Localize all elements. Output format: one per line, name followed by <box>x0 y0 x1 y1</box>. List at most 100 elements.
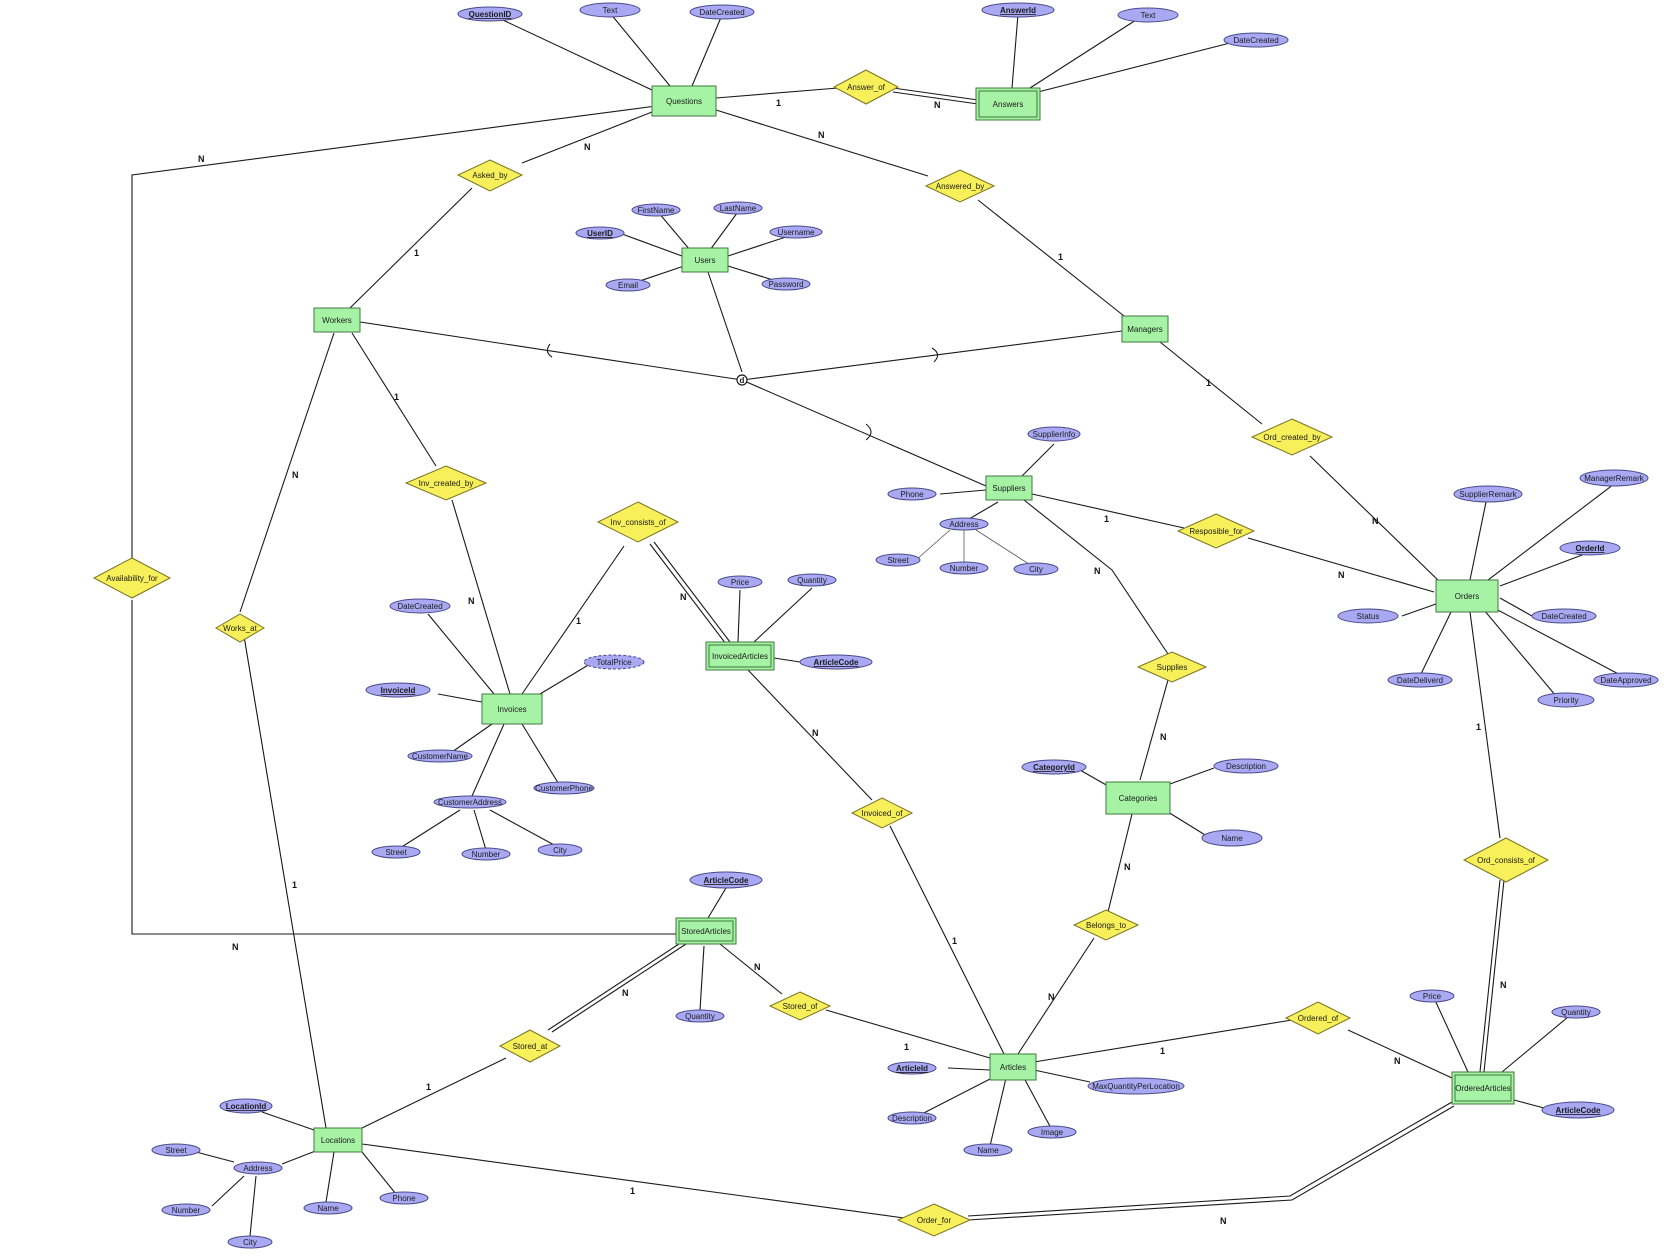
attr-o-supremark[interactable]: SupplierRemark <box>1453 485 1523 503</box>
attr-o-approved[interactable]: DateApproved <box>1593 672 1659 688</box>
entity-orders[interactable]: Orders <box>1435 579 1499 613</box>
edge-ar-maxqty <box>1033 1069 1091 1083</box>
attr-l-id[interactable]: LocationId <box>219 1098 273 1114</box>
entity-workers[interactable]: Workers <box>313 307 361 333</box>
entity-invoices[interactable]: Invoices <box>481 693 543 725</box>
attr-o-manremark[interactable]: ManagerRemark <box>1579 469 1649 487</box>
attr-s-phone[interactable]: Phone <box>887 487 937 501</box>
rel-ord-created-by[interactable]: Ord_created_by <box>1250 418 1334 456</box>
edge-i-number <box>473 809 487 851</box>
entity-answers[interactable]: Answers <box>975 87 1041 121</box>
attr-s-number[interactable]: Number <box>939 561 989 575</box>
attr-i-street[interactable]: Street <box>371 845 421 859</box>
attr-u-last[interactable]: LastName <box>713 201 763 215</box>
entity-locations[interactable]: Locations <box>313 1127 363 1153</box>
attr-o-priority[interactable]: Priority <box>1537 692 1595 708</box>
attr-o-created[interactable]: DateCreated <box>1531 608 1597 624</box>
entity-orderedarticles[interactable]: OrderedArticles <box>1451 1071 1515 1105</box>
entity-articles[interactable]: Articles <box>989 1053 1037 1081</box>
rel-stored-of[interactable]: Stored_of <box>768 991 832 1021</box>
attr-c-desc[interactable]: Description <box>1213 758 1279 774</box>
attr-ar-id[interactable]: ArticleId <box>887 1061 937 1075</box>
attr-s-city[interactable]: City <box>1013 562 1059 576</box>
attr-ar-maxqty[interactable]: MaxQuantityPerLocation <box>1087 1077 1185 1095</box>
attr-o-status[interactable]: Status <box>1337 608 1399 624</box>
rel-order-for[interactable]: Order_for <box>896 1203 972 1237</box>
rel-availability-for[interactable]: Availability_for <box>92 557 172 599</box>
attr-oa-code[interactable]: ArticleCode <box>1541 1101 1615 1119</box>
rel-stored-at[interactable]: Stored_at <box>498 1029 562 1063</box>
attr-l-phone[interactable]: Phone <box>379 1191 429 1205</box>
entity-users[interactable]: Users <box>681 247 729 273</box>
attr-q-text[interactable]: Text <box>579 2 641 18</box>
attr-ar-name[interactable]: Name <box>963 1143 1013 1157</box>
attr-i-total[interactable]: TotalPrice <box>583 654 645 670</box>
attr-i-city[interactable]: City <box>537 843 583 857</box>
attr-oa-price[interactable]: Price <box>1409 989 1455 1003</box>
edge-invconsists-invoiced <box>653 541 731 643</box>
attr-i-id[interactable]: InvoiceId <box>365 682 431 698</box>
entity-questions[interactable]: Questions <box>651 85 717 117</box>
rel-inv-consists-of[interactable]: Inv_consists_of <box>596 501 680 543</box>
attr-a-text[interactable]: Text <box>1117 7 1179 23</box>
rel-inv-created-by[interactable]: Inv_created_by <box>404 465 488 501</box>
rel-asked-by[interactable]: Asked_by <box>456 159 524 192</box>
attr-c-id[interactable]: CategoryId <box>1021 759 1087 775</box>
entity-storedarticles[interactable]: StoredArticles <box>675 917 737 945</box>
attr-q-id[interactable]: QuestionID <box>457 6 523 22</box>
rel-answer-of[interactable]: Answer_of <box>832 69 900 105</box>
attr-ia-price[interactable]: Price <box>717 575 763 589</box>
rel-ordered-of[interactable]: Ordered_of <box>1284 1001 1352 1035</box>
rel-answered-by[interactable]: Answered_by <box>924 169 996 203</box>
attr-i-custname[interactable]: CustomerName <box>407 749 473 763</box>
attr-i-number[interactable]: Number <box>461 847 511 861</box>
rel-supplies[interactable]: Supplies <box>1136 651 1208 683</box>
entity-suppliers[interactable]: Suppliers <box>985 475 1033 501</box>
rel-resposible-for[interactable]: Resposible_for <box>1176 513 1256 549</box>
attr-q-date[interactable]: DateCreated <box>689 4 755 20</box>
attr-u-email[interactable]: Email <box>605 278 651 292</box>
rel-invoiced-of[interactable]: Invoiced_of <box>850 797 914 829</box>
attr-oa-price-label: Price <box>1423 992 1442 1001</box>
rel-belongs-to[interactable]: Belongs_to <box>1072 909 1140 941</box>
attr-o-delivered[interactable]: DateDeliverd <box>1387 672 1453 688</box>
attr-l-street[interactable]: Street <box>151 1143 201 1157</box>
card-invoicedof-articles: 1 <box>952 936 957 946</box>
attr-l-number[interactable]: Number <box>161 1203 211 1217</box>
attr-c-name[interactable]: Name <box>1201 829 1263 847</box>
attr-u-id[interactable]: UserID <box>575 226 625 240</box>
attr-u-username[interactable]: Username <box>769 225 823 239</box>
edge-q-askedby <box>521 111 653 164</box>
attr-i-date[interactable]: DateCreated <box>389 598 451 614</box>
attr-s-street[interactable]: Street <box>875 553 921 567</box>
rel-works-at[interactable]: Works_at <box>215 613 265 643</box>
attr-ia-code[interactable]: ArticleCode <box>799 654 873 670</box>
attr-o-supremark-label: SupplierRemark <box>1459 490 1517 499</box>
attr-ar-image-label: Image <box>1041 1128 1064 1137</box>
attr-i-custaddr[interactable]: CustomerAddress <box>433 795 507 809</box>
attr-s-address[interactable]: Address <box>939 517 989 531</box>
specialization-disjoint[interactable]: d <box>736 374 748 386</box>
attr-l-city[interactable]: City <box>227 1235 273 1249</box>
attr-i-custphone[interactable]: CustomerPhone <box>533 781 595 795</box>
attr-oa-qty[interactable]: Quantity <box>1551 1005 1601 1019</box>
attr-a-date[interactable]: DateCreated <box>1223 32 1289 48</box>
entity-invoicedarticles[interactable]: InvoicedArticles <box>705 641 775 671</box>
attr-a-id[interactable]: AnswerId <box>981 2 1055 18</box>
attr-l-name[interactable]: Name <box>303 1201 353 1215</box>
rel-ord-consists-of[interactable]: Ord_consists_of <box>1462 837 1550 883</box>
attr-sa-code[interactable]: ArticleCode <box>689 871 763 889</box>
attr-s-info[interactable]: SupplierInfo <box>1027 426 1081 442</box>
attr-ia-qty[interactable]: Quantity <box>787 573 837 587</box>
attr-ar-image[interactable]: Image <box>1027 1125 1077 1139</box>
edge-o-approved <box>1493 607 1627 679</box>
attr-o-id[interactable]: OrderId <box>1559 540 1621 556</box>
entity-managers[interactable]: Managers <box>1121 315 1169 343</box>
attr-sa-qty[interactable]: Quantity <box>675 1009 725 1023</box>
attr-i-id-label: InvoiceId <box>381 686 416 695</box>
attr-l-address[interactable]: Address <box>233 1161 283 1175</box>
attr-u-first[interactable]: FirstName <box>631 203 681 217</box>
attr-u-password[interactable]: Password <box>761 277 811 291</box>
entity-categories[interactable]: Categories <box>1105 781 1171 815</box>
attr-ar-desc[interactable]: Description <box>887 1111 937 1125</box>
